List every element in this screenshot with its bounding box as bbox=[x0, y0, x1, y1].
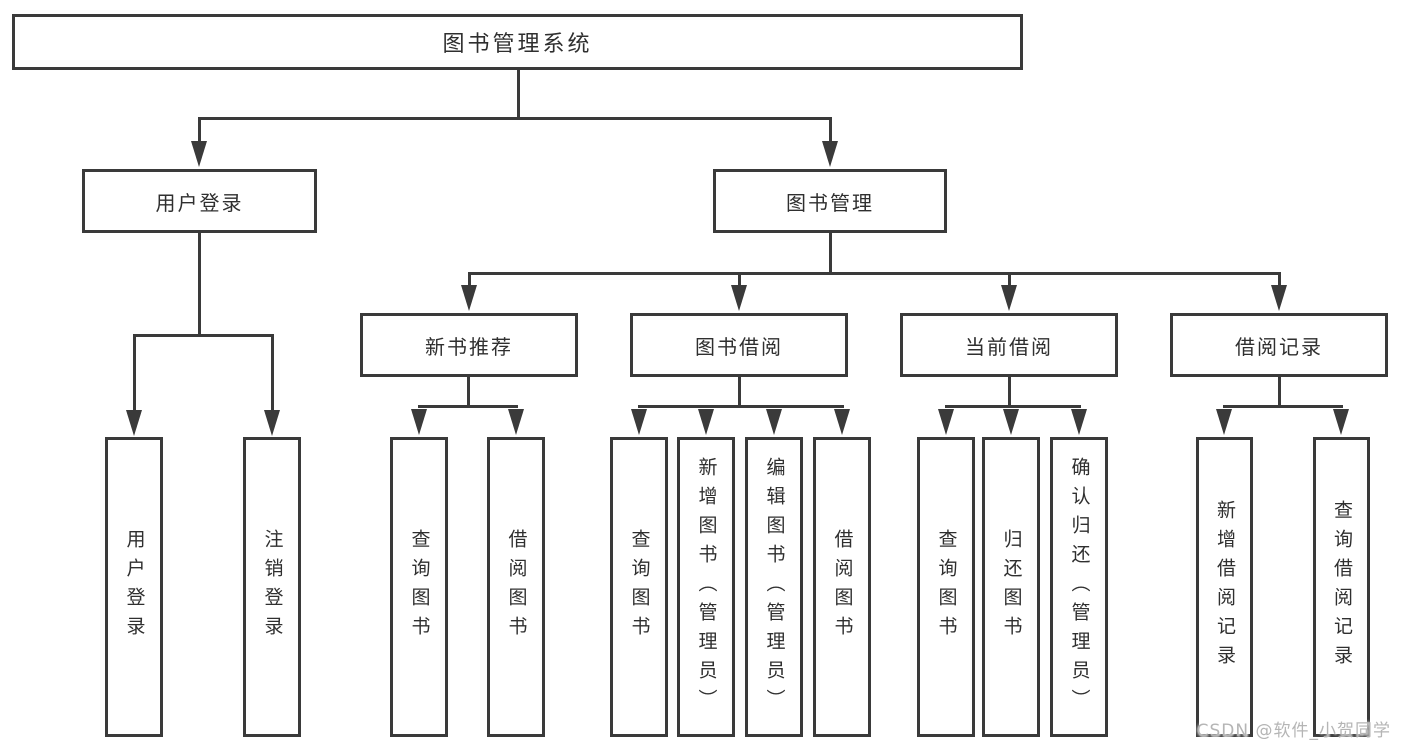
leaf-edit-book-admin-label: 编辑图书（管理员） bbox=[763, 456, 786, 718]
node-root: 图书管理系统 bbox=[12, 14, 1023, 70]
node-borrowing-records: 借阅记录 bbox=[1170, 313, 1388, 377]
node-new-book-recommend: 新书推荐 bbox=[360, 313, 578, 377]
arrowhead-icon bbox=[508, 409, 524, 435]
connector-line bbox=[945, 405, 1081, 408]
leaf-user-login: 用户登录 bbox=[105, 437, 163, 737]
leaf-borrow-books-1: 借阅图书 bbox=[487, 437, 545, 737]
connector-line bbox=[198, 117, 832, 120]
leaf-add-book-admin-label: 新增图书（管理员） bbox=[695, 456, 718, 718]
leaf-user-login-label: 用户登录 bbox=[123, 529, 146, 645]
leaf-query-books-3: 查询图书 bbox=[917, 437, 975, 737]
node-user-login-label: 用户登录 bbox=[155, 190, 244, 215]
leaf-query-borrow-record-label: 查询借阅记录 bbox=[1331, 500, 1353, 674]
leaf-query-books-1-label: 查询图书 bbox=[408, 529, 431, 645]
leaf-add-borrow-record: 新增借阅记录 bbox=[1196, 437, 1253, 737]
connector-line bbox=[517, 68, 520, 118]
arrowhead-icon bbox=[411, 409, 427, 435]
arrowhead-icon bbox=[631, 409, 647, 435]
leaf-query-books-1: 查询图书 bbox=[390, 437, 448, 737]
connector-line bbox=[738, 377, 741, 408]
arrowhead-icon bbox=[461, 285, 477, 311]
connector-line bbox=[133, 334, 136, 413]
node-borrowing-records-label: 借阅记录 bbox=[1235, 334, 1323, 359]
connector-line bbox=[1008, 377, 1011, 408]
arrowhead-icon bbox=[938, 409, 954, 435]
leaf-edit-book-admin: 编辑图书（管理员） bbox=[745, 437, 803, 737]
connector-line bbox=[271, 334, 274, 413]
arrowhead-icon bbox=[126, 410, 142, 436]
leaf-return-book-label: 归还图书 bbox=[1000, 529, 1023, 645]
node-current-borrowing-label: 当前借阅 bbox=[965, 334, 1053, 359]
node-current-borrowing: 当前借阅 bbox=[900, 313, 1118, 377]
leaf-borrow-books-1-label: 借阅图书 bbox=[505, 529, 528, 645]
leaf-borrow-books-2-label: 借阅图书 bbox=[831, 529, 854, 645]
node-book-borrowing-label: 图书借阅 bbox=[695, 334, 783, 359]
connector-line bbox=[638, 405, 844, 408]
connector-line bbox=[829, 233, 832, 275]
watermark: CSDN @软件_小贺同学 bbox=[1196, 721, 1391, 741]
arrowhead-icon bbox=[1333, 409, 1349, 435]
node-user-login: 用户登录 bbox=[82, 169, 317, 233]
arrowhead-icon bbox=[264, 410, 280, 436]
leaf-confirm-return-admin-label: 确认归还（管理员） bbox=[1068, 456, 1091, 718]
leaf-query-books-3-label: 查询图书 bbox=[935, 529, 958, 645]
node-new-book-recommend-label: 新书推荐 bbox=[425, 334, 513, 359]
leaf-confirm-return-admin: 确认归还（管理员） bbox=[1050, 437, 1108, 737]
connector-line bbox=[1278, 377, 1281, 408]
arrowhead-icon bbox=[1003, 409, 1019, 435]
connector-line bbox=[468, 272, 1281, 275]
arrowhead-icon bbox=[1001, 285, 1017, 311]
arrowhead-icon bbox=[822, 141, 838, 167]
node-book-borrowing: 图书借阅 bbox=[630, 313, 848, 377]
arrowhead-icon bbox=[766, 409, 782, 435]
connector-line bbox=[1008, 272, 1011, 291]
leaf-borrow-books-2: 借阅图书 bbox=[813, 437, 871, 737]
node-book-management: 图书管理 bbox=[713, 169, 947, 233]
leaf-logout: 注销登录 bbox=[243, 437, 301, 737]
arrowhead-icon bbox=[698, 409, 714, 435]
connector-line bbox=[467, 377, 470, 408]
leaf-query-borrow-record: 查询借阅记录 bbox=[1313, 437, 1370, 737]
connector-line bbox=[418, 405, 518, 408]
leaf-add-book-admin: 新增图书（管理员） bbox=[677, 437, 735, 737]
leaf-logout-label: 注销登录 bbox=[261, 529, 284, 645]
leaf-add-borrow-record-label: 新增借阅记录 bbox=[1214, 500, 1236, 674]
arrowhead-icon bbox=[834, 409, 850, 435]
connector-line bbox=[133, 334, 274, 337]
arrowhead-icon bbox=[1271, 285, 1287, 311]
connector-line bbox=[829, 117, 832, 145]
node-root-label: 图书管理系统 bbox=[442, 32, 593, 57]
connector-line bbox=[738, 272, 741, 291]
leaf-return-book: 归还图书 bbox=[982, 437, 1040, 737]
leaf-query-books-2-label: 查询图书 bbox=[628, 529, 651, 645]
arrowhead-icon bbox=[731, 285, 747, 311]
node-book-management-label: 图书管理 bbox=[786, 190, 874, 215]
connector-line bbox=[1278, 272, 1281, 291]
connector-line bbox=[468, 272, 471, 291]
connector-line bbox=[198, 233, 201, 335]
arrowhead-icon bbox=[1071, 409, 1087, 435]
leaf-query-books-2: 查询图书 bbox=[610, 437, 668, 737]
arrowhead-icon bbox=[1216, 409, 1232, 435]
connector-line bbox=[1223, 405, 1343, 408]
connector-line bbox=[198, 117, 201, 145]
arrowhead-icon bbox=[191, 141, 207, 167]
